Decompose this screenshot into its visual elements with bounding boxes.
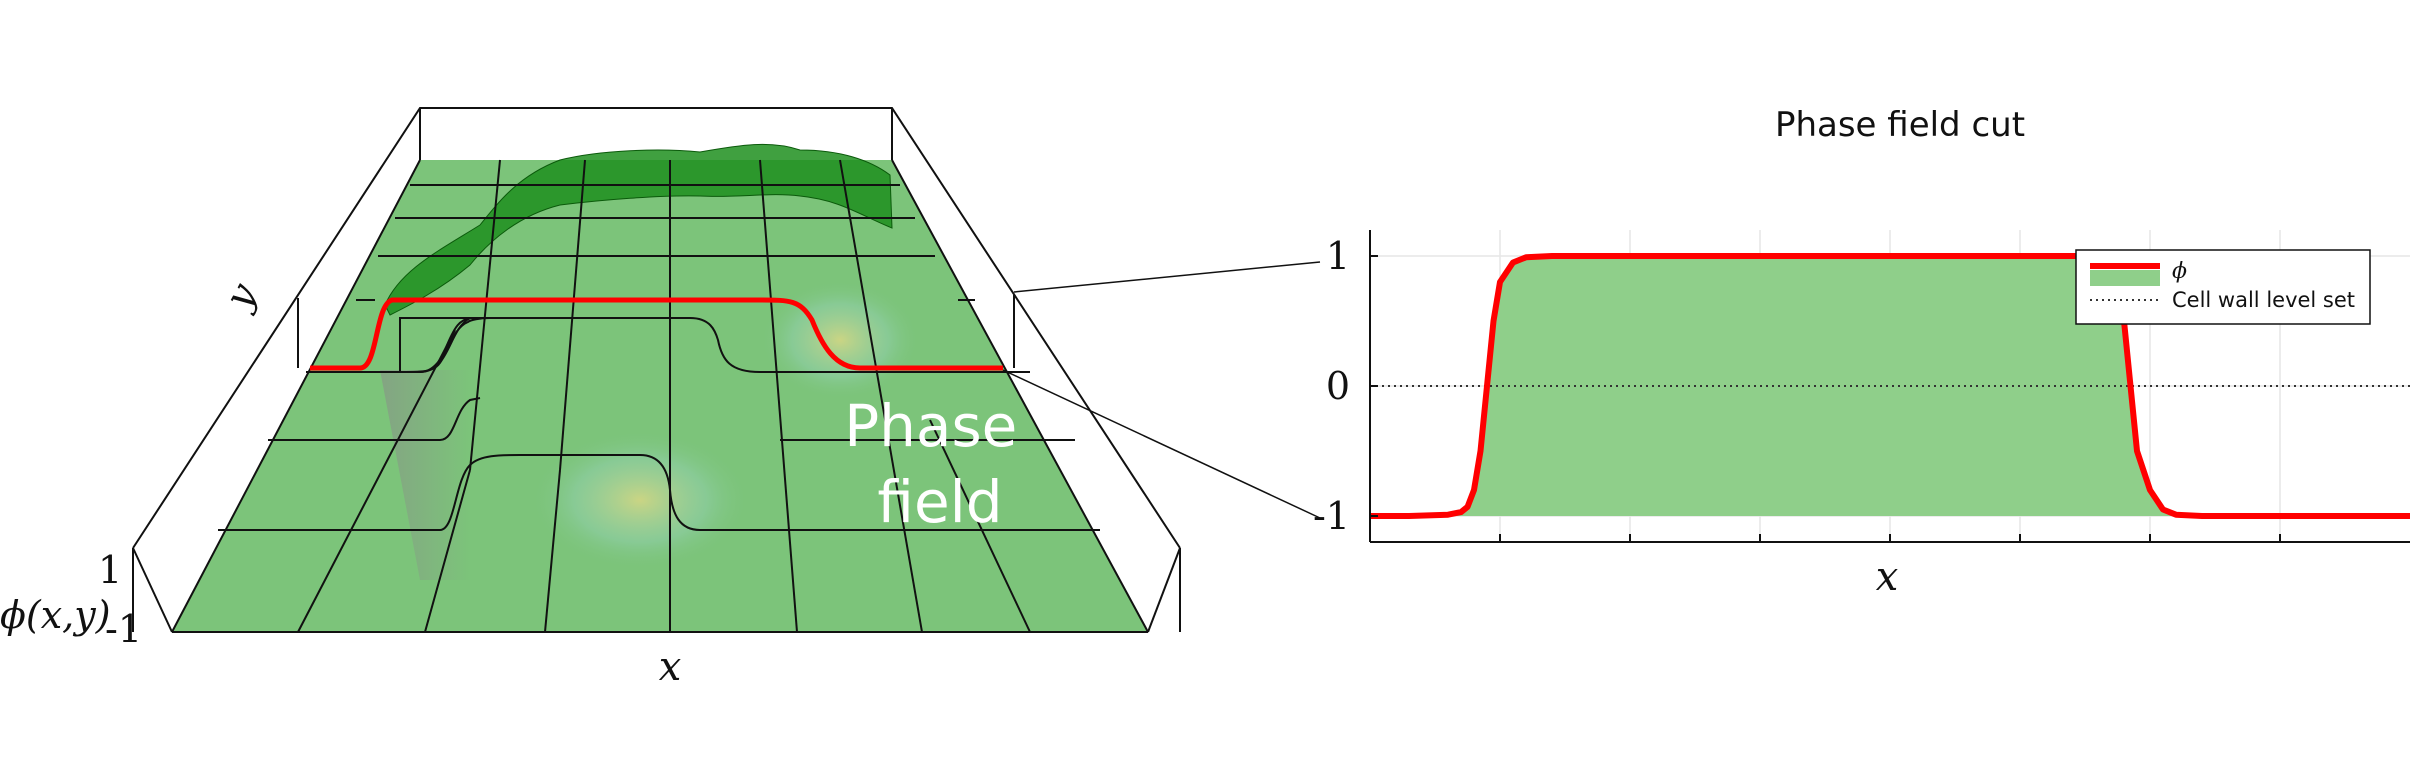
phase-field-overlay-label: Phase field [844,392,1036,536]
surface-x-axis-label: x [659,644,682,690]
surface-grid [171,159,1149,633]
surface-highlight [530,430,750,570]
y-tick-label: 1 [1326,234,1350,278]
surface-highlight [760,280,920,400]
phase-field-overlay-line1: Phase [844,392,1017,460]
chart-axes: 1 0 -1 [1313,230,2410,543]
chart-x-axis-label: x [1876,554,1899,600]
series-fill-phi [1370,256,2410,516]
chart-legend: ϕ Cell wall level set [2075,249,2371,325]
surface-z-tick-top: 1 [98,548,122,592]
surface-z-tick-bottom: -1 [105,607,142,651]
box-frame [132,107,1181,632]
y-tick-label: 0 [1326,364,1350,408]
legend-box [2075,249,2371,325]
phase-field-cut-chart: Phase field cut 1 0 -1 x ϕ Cell wall level… [1313,105,2410,600]
y-tick-label: -1 [1313,494,1350,538]
legend-phi-fill-swatch [2090,270,2160,286]
box-frame-front [132,547,1181,633]
zoom-connector-lines [1002,261,1321,519]
surface-shadow [380,370,470,580]
legend-phi-label: ϕ [2172,259,2187,284]
surface-z-axis-label: ϕ(x,y) [0,593,111,637]
legend-level-set-label: Cell wall level set [2172,288,2355,312]
series-line-phi [1370,253,2410,519]
phase-field-ridge [384,143,893,316]
phase-cut-line-3d [310,297,1003,371]
surface-y-axis-label: y [215,276,265,318]
phase-field-overlay-line2: field [877,468,1002,536]
chart-title: Phase field cut [1775,105,2025,145]
surface-plot-3d: x y ϕ(x,y) 1 -1 Phase field [0,107,1181,690]
